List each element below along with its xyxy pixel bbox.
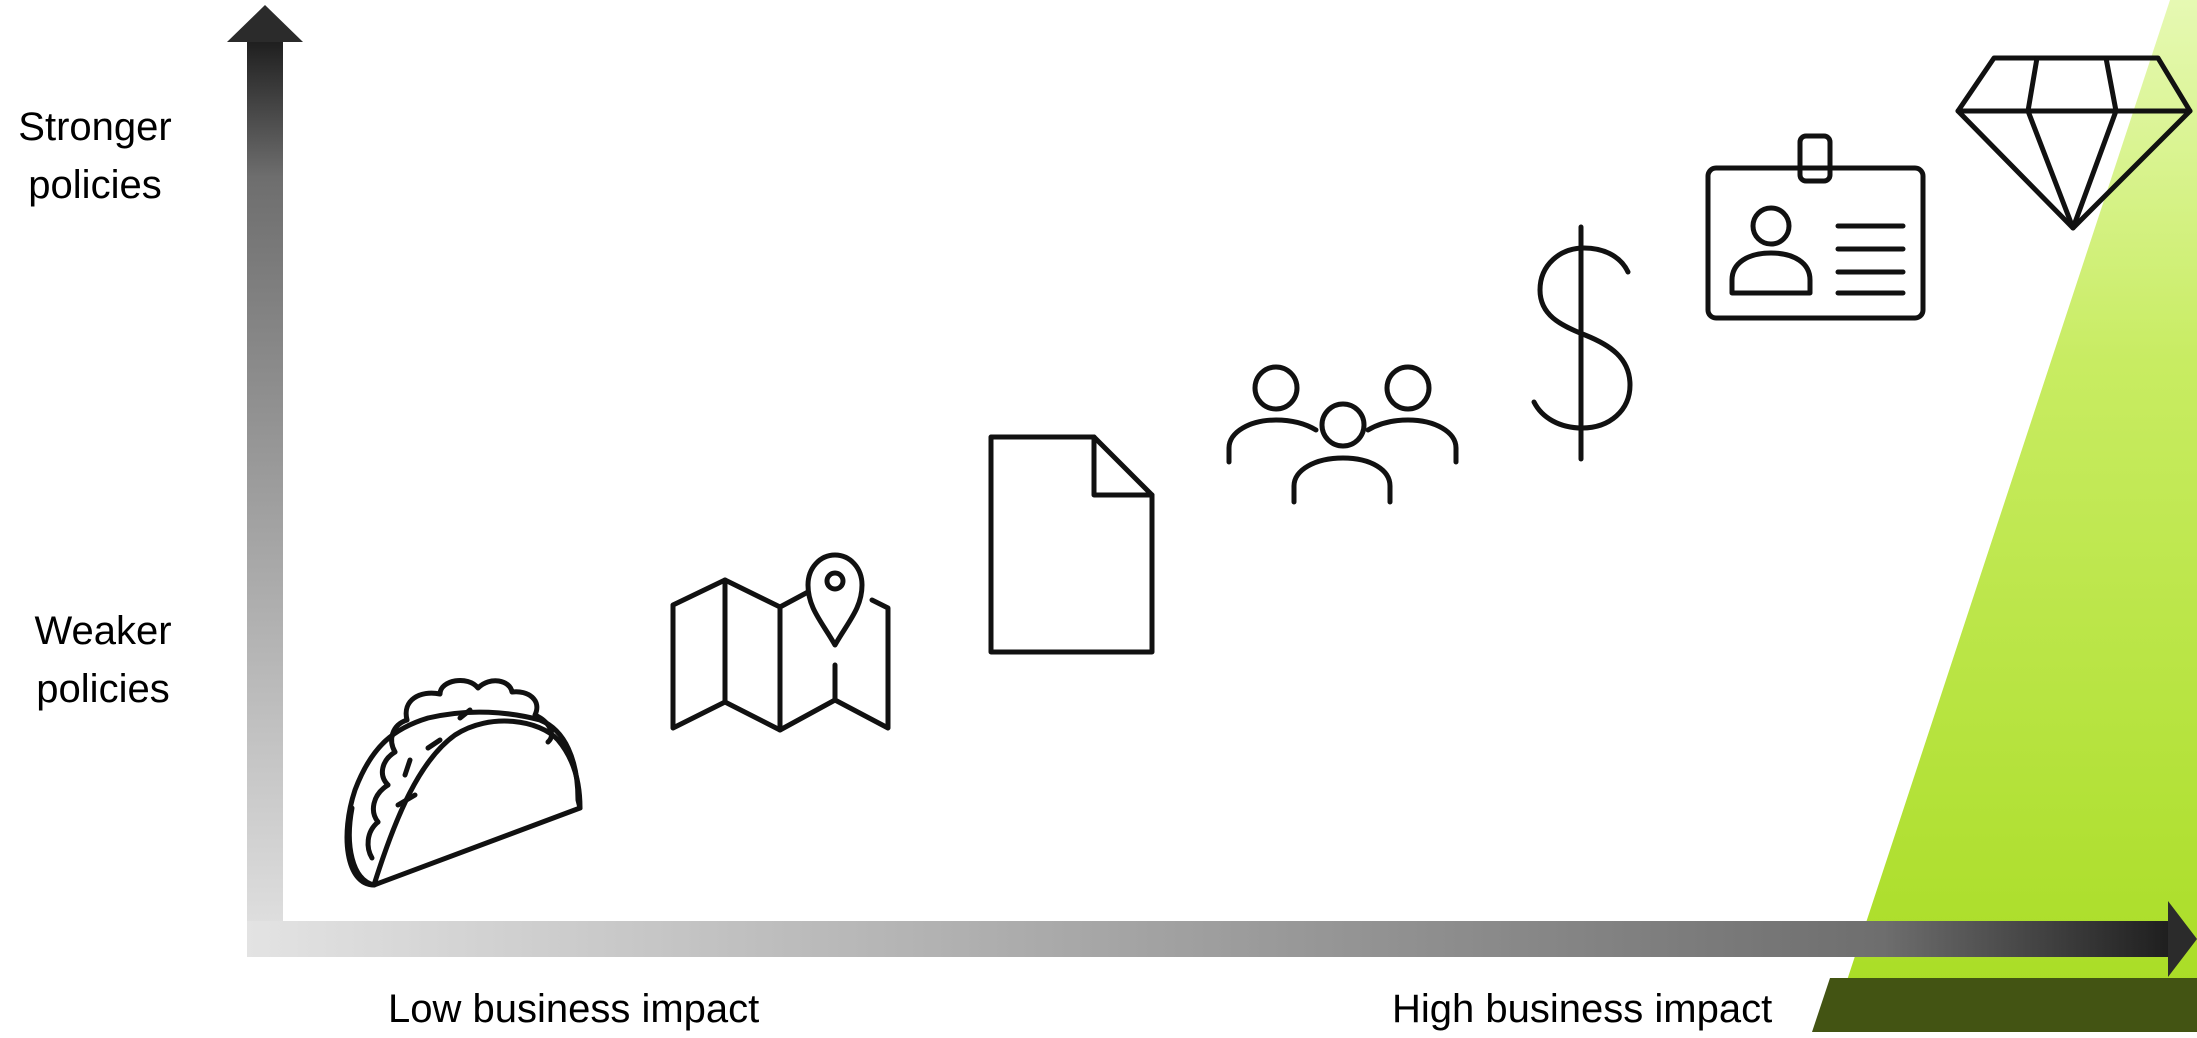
dollar-icon	[1531, 224, 1633, 462]
people-icon	[1226, 364, 1459, 505]
map-pin-icon	[670, 552, 891, 733]
document-icon	[988, 434, 1155, 655]
diamond-icon	[1955, 55, 2193, 231]
x-axis-left-label: Low business impact	[388, 987, 760, 1031]
y-axis-top-label: Stronger policies	[18, 105, 172, 207]
x-axis-arrow	[247, 901, 2197, 977]
x-axis-right-label: High business impact	[1392, 987, 1773, 1031]
y-axis-bottom-label: Weaker policies	[34, 609, 172, 711]
high-impact-wedge	[1830, 0, 2197, 1032]
id-badge-icon	[1705, 133, 1926, 321]
taco-icon	[344, 677, 583, 888]
high-impact-wedge-footer	[1812, 978, 2197, 1032]
y-axis-arrow	[227, 5, 303, 957]
